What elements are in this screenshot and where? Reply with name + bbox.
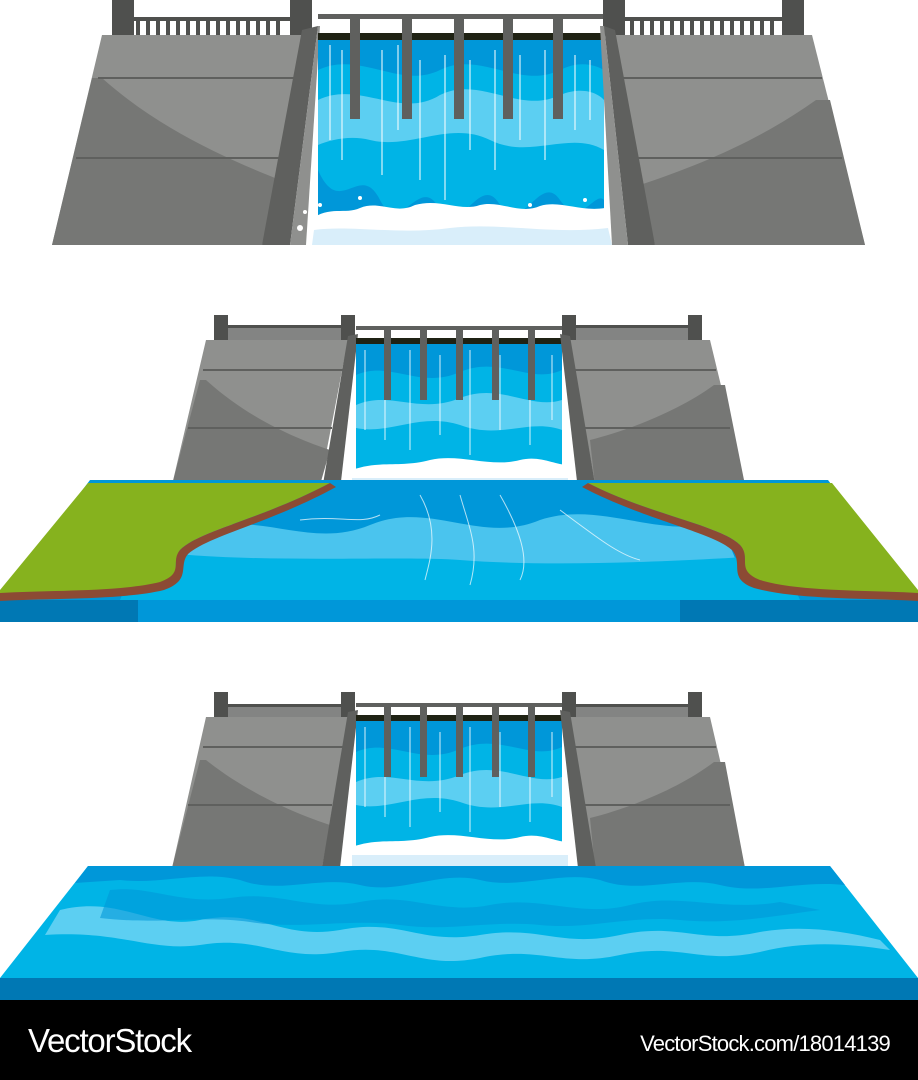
left-grass-bank <box>0 483 336 601</box>
left-dam-wall <box>172 315 358 490</box>
watermark-url: VectorStock.com/18014139 <box>640 1031 891 1056</box>
left-dam-wall <box>52 0 320 245</box>
right-dam-wall <box>560 315 745 490</box>
reservoir-water <box>0 866 918 1000</box>
spillway-waterfall <box>350 703 570 868</box>
dam-with-river-banks-illustration <box>0 315 918 622</box>
left-dam-wall <box>172 692 358 868</box>
dam-waterfall-illustration <box>52 0 865 245</box>
watermark-bar: VectorStock VectorStock.com/18014139 <box>0 1000 918 1080</box>
right-dam-wall <box>600 0 865 245</box>
right-dam-wall <box>560 692 745 868</box>
spillway-waterfall <box>297 14 618 245</box>
spillway-waterfall <box>350 326 570 490</box>
dam-with-reservoir-illustration <box>0 692 918 1000</box>
watermark-brand: VectorStock <box>28 1022 192 1059</box>
right-grass-bank <box>582 483 918 601</box>
